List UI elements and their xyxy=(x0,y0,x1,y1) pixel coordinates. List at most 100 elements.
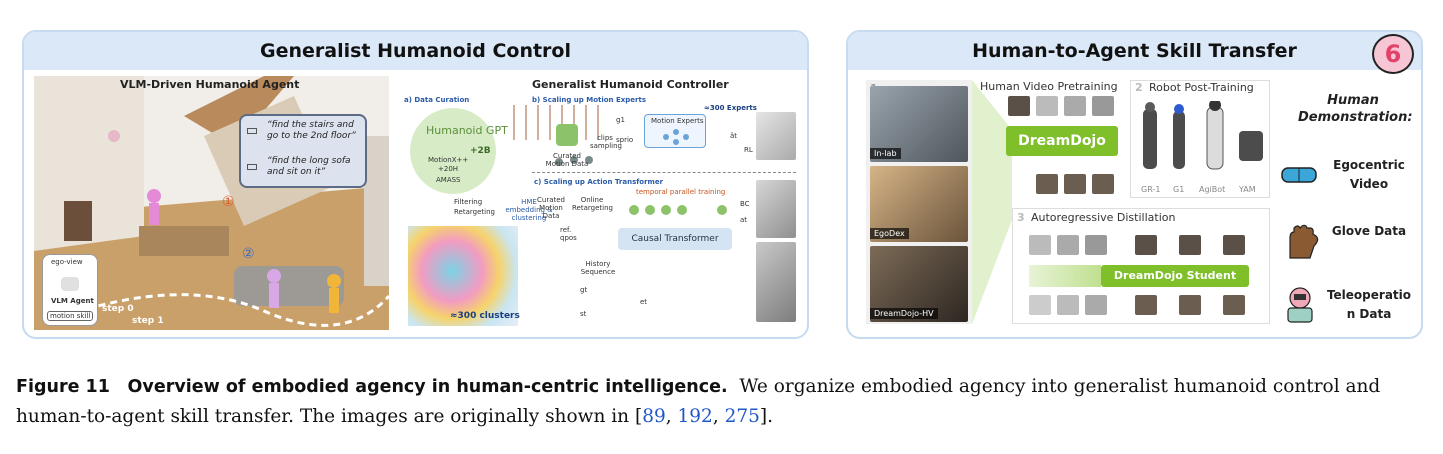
motion-skill-label: motion skill xyxy=(47,311,94,321)
section-divider xyxy=(532,172,796,173)
humanoid-gpt-blob xyxy=(410,108,496,194)
demonstration-column: Human Demonstration: Egocentric Video Gl… xyxy=(1278,88,1418,328)
distill-in-5 xyxy=(1179,235,1201,255)
pretrain-thumb-2 xyxy=(1036,96,1058,116)
pretrain-out-2 xyxy=(1064,174,1086,194)
in-lab-tag: In-lab xyxy=(870,148,901,159)
causal-transformer-box: Causal Transformer xyxy=(618,228,732,250)
funnel-connector xyxy=(972,80,1012,324)
filtering-label: Filtering xyxy=(454,198,483,206)
skill-transfer-panel: Human-to-Agent Skill Transfer 6 1 In-lab… xyxy=(846,30,1423,339)
controller-diagram: Generalist Humanoid Controller a) Data C… xyxy=(404,76,796,330)
vlm-agent-label: VLM Agent xyxy=(51,297,94,305)
distill-in-4 xyxy=(1135,235,1157,255)
motion-silhouettes xyxy=(513,105,599,166)
controller-heading: Generalist Humanoid Controller xyxy=(532,78,729,91)
motionx-label: MotionX++ xyxy=(428,156,469,164)
database-icon xyxy=(556,124,578,146)
instruction-2: “find the long sofa and sit on it” xyxy=(267,156,351,177)
temporal-label: temporal parallel training xyxy=(636,188,726,196)
step-2-number: 2 xyxy=(1135,81,1143,94)
pretrain-thumb-4 xyxy=(1092,96,1114,116)
distill-in-6 xyxy=(1223,235,1245,255)
student-bar-fade xyxy=(1029,265,1101,287)
distill-out-1 xyxy=(1029,295,1051,315)
section-a-label: a) Data Curation xyxy=(404,96,470,104)
dreamdojo-hv-tag: DreamDojo-HV xyxy=(870,308,938,319)
distill-in-2 xyxy=(1057,235,1079,255)
motion-experts-label: Motion Experts xyxy=(651,117,704,125)
robot-yam: YAM xyxy=(1239,185,1256,194)
a-hat-label: ât xyxy=(730,132,738,140)
logo-icon: 6 xyxy=(1372,34,1414,74)
citation-link-3[interactable]: 275 xyxy=(724,406,760,427)
generalist-humanoid-control-panel: Generalist Humanoid Control VLM-Driven H… xyxy=(22,30,809,339)
humanoid-gpt-label: Humanoid GPT xyxy=(426,124,508,137)
ego-view-label: ego-view xyxy=(51,258,83,266)
step-1-label: step 1 xyxy=(132,316,164,326)
causal-transformer-label: Causal Transformer xyxy=(631,234,719,244)
pretrain-thumb-1 xyxy=(1008,96,1030,116)
robot-photo-bc-1 xyxy=(756,180,796,238)
hme-label: HME embedding & clustering xyxy=(505,198,553,222)
pretrain-thumb-3 xyxy=(1064,96,1086,116)
distill-out-5 xyxy=(1179,295,1201,315)
agent-robot-card: ego-view VLM Agent motion skill xyxy=(42,254,98,326)
retargeting-label: Retargeting xyxy=(454,208,495,216)
pretraining-label: Human Video Pretraining xyxy=(980,80,1118,93)
clusters-label: ≈300 clusters xyxy=(450,311,520,321)
step-0-label: step 0 xyxy=(102,304,134,314)
robots-illustration xyxy=(1143,101,1263,170)
egodex-tag: EgoDex xyxy=(870,228,909,239)
amass-label: AMASS xyxy=(436,176,461,184)
pretrain-out-3 xyxy=(1092,174,1114,194)
marker-2: ② xyxy=(242,246,255,262)
demo-teleoperation: Teleoperation Data xyxy=(1326,288,1412,321)
caption-end: ]. xyxy=(759,406,773,427)
distill-out-4 xyxy=(1135,295,1157,315)
bubble1-icon xyxy=(247,128,257,134)
st-label: st xyxy=(580,310,587,318)
robot-face-icon xyxy=(61,277,79,291)
rl-label: RL xyxy=(744,146,753,154)
experts-count-label: ≈300 Experts xyxy=(704,104,757,112)
distillation-label: Autoregressive Distillation xyxy=(1031,211,1176,224)
demo-glove: Glove Data xyxy=(1331,224,1407,238)
data-scale-label: +2B xyxy=(470,146,491,156)
section-c-label: c) Scaling up Action Transformer xyxy=(534,178,664,186)
at-label: at xyxy=(740,216,748,224)
pretrain-out-1 xyxy=(1036,174,1058,194)
vr-goggles-icon xyxy=(1281,167,1317,183)
robot-gr1: GR-1 xyxy=(1141,185,1161,194)
dreamdojo-model: DreamDojo xyxy=(1006,126,1118,156)
bc-label: BC xyxy=(740,200,750,208)
cluster-visualization xyxy=(408,226,518,326)
robot-photo-rl xyxy=(756,112,796,160)
network-icon xyxy=(663,129,689,145)
motion-experts-box: Motion Experts xyxy=(644,114,706,148)
section-b-label: b) Scaling up Motion Experts xyxy=(532,96,646,104)
demo-egocentric: Egocentric Video xyxy=(1333,158,1405,191)
citation-link-1[interactable]: 89 xyxy=(642,406,666,427)
citation-link-2[interactable]: 192 xyxy=(677,406,713,427)
online-retarget-label: Online Retargeting xyxy=(572,196,613,212)
curated-b-label: Curated Motion Data xyxy=(545,152,589,168)
hours-label: +20H xyxy=(438,165,459,173)
caption-text: We organize embodied agency into general… xyxy=(16,376,1381,427)
post-training-block: 2 Robot Post-Training GR-1 G1 AgiBot YAM xyxy=(1130,80,1270,198)
sprio-label: sprio xyxy=(616,136,634,144)
distill-in-3 xyxy=(1085,235,1107,255)
robot-agibot: AgiBot xyxy=(1199,185,1226,194)
history-label: History Sequence xyxy=(580,260,616,276)
agent-heading: VLM-Driven Humanoid Agent xyxy=(120,78,300,91)
dataset-column: 1 In-lab EgoDex DreamDojo-HV xyxy=(866,80,972,324)
ref-qpos-label: ref. qpos xyxy=(560,226,577,242)
et-label: et xyxy=(640,298,648,306)
figure-title: Overview of embodied agency in human-cen… xyxy=(127,377,728,397)
vlm-agent-illustration: VLM-Driven Humanoid Agent “find the stai… xyxy=(34,76,391,330)
distill-out-6 xyxy=(1223,295,1245,315)
robot-g1: G1 xyxy=(1173,185,1185,194)
marker-1: ① xyxy=(222,194,235,210)
demo-title: Human Demonstration: xyxy=(1298,93,1413,125)
g1-label: g1 xyxy=(616,116,625,124)
